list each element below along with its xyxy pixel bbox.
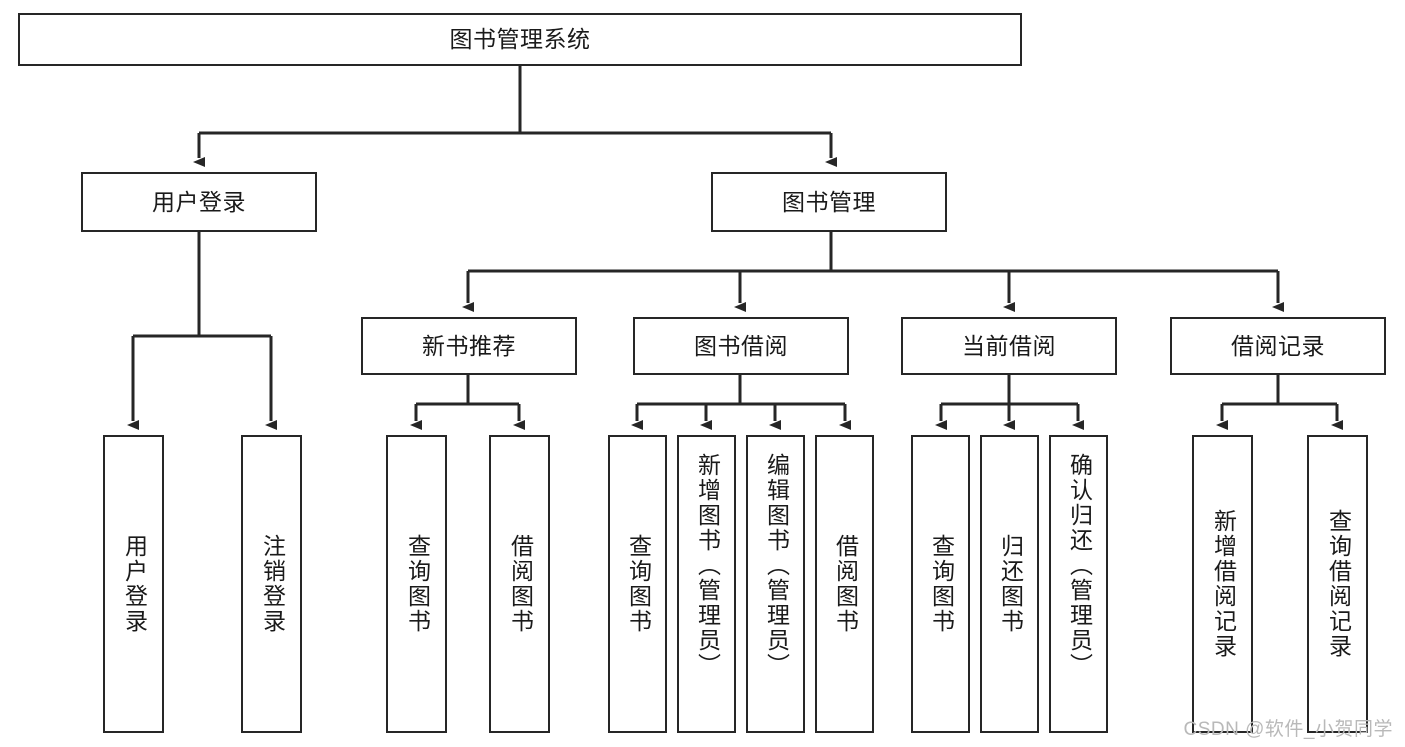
node-label: 当前借阅	[962, 332, 1056, 359]
node-leaf-confirm-return-admin[interactable]: 确认归还（管理员）	[1049, 435, 1108, 733]
node-user-login[interactable]: 用户登录	[81, 172, 317, 232]
node-leaf-query-books-borrow[interactable]: 查询图书	[608, 435, 667, 733]
node-label: 编辑图书（管理员）	[763, 453, 790, 678]
node-book-management[interactable]: 图书管理	[711, 172, 947, 232]
node-leaf-user-login[interactable]: 用户登录	[103, 435, 164, 733]
node-leaf-edit-book-admin[interactable]: 编辑图书（管理员）	[746, 435, 805, 733]
node-label: 图书管理系统	[449, 26, 591, 53]
node-label: 借阅记录	[1231, 332, 1325, 359]
node-leaf-add-book-admin[interactable]: 新增图书（管理员）	[677, 435, 736, 733]
node-leaf-borrow-books-recommend[interactable]: 借阅图书	[489, 435, 550, 733]
node-label: 图书借阅	[694, 332, 788, 359]
node-label: 查询图书	[928, 534, 955, 634]
node-label: 注销登录	[259, 534, 286, 634]
node-leaf-borrow-books[interactable]: 借阅图书	[815, 435, 874, 733]
node-current-borrow[interactable]: 当前借阅	[901, 317, 1117, 375]
node-label: 新书推荐	[422, 332, 516, 359]
node-label: 查询借阅记录	[1325, 509, 1352, 659]
node-label: 查询图书	[625, 534, 652, 634]
node-label: 新增借阅记录	[1210, 509, 1237, 659]
node-leaf-logout[interactable]: 注销登录	[241, 435, 302, 733]
node-label: 用户登录	[152, 188, 246, 215]
node-book-borrow[interactable]: 图书借阅	[633, 317, 849, 375]
node-label: 归还图书	[997, 534, 1024, 634]
node-label: 用户登录	[121, 534, 148, 634]
node-root-book-management-system[interactable]: 图书管理系统	[18, 13, 1022, 66]
node-leaf-add-borrow-record[interactable]: 新增借阅记录	[1192, 435, 1253, 733]
node-label: 借阅图书	[832, 534, 859, 634]
node-label: 新增图书（管理员）	[694, 453, 721, 678]
node-label: 查询图书	[404, 534, 431, 634]
node-leaf-query-books-recommend[interactable]: 查询图书	[386, 435, 447, 733]
node-new-book-recommendation[interactable]: 新书推荐	[361, 317, 577, 375]
node-borrow-records[interactable]: 借阅记录	[1170, 317, 1386, 375]
node-leaf-query-borrow-record[interactable]: 查询借阅记录	[1307, 435, 1368, 733]
node-label: 图书管理	[782, 188, 876, 215]
node-label: 借阅图书	[507, 534, 534, 634]
watermark-text: CSDN @软件_小贺同学	[1183, 719, 1393, 740]
node-label: 确认归还（管理员）	[1066, 453, 1093, 678]
node-leaf-return-books[interactable]: 归还图书	[980, 435, 1039, 733]
node-leaf-query-books-current[interactable]: 查询图书	[911, 435, 970, 733]
